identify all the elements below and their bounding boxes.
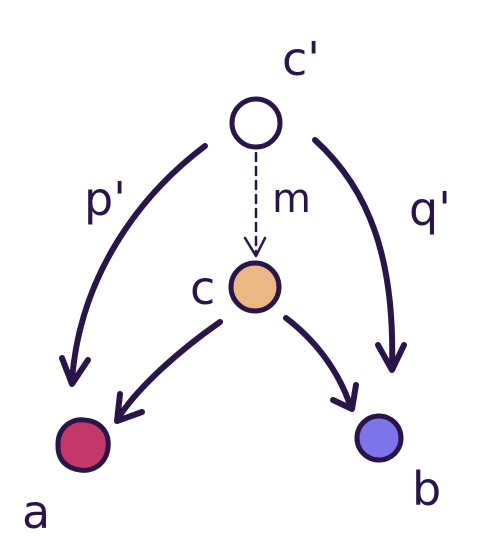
node-label-a: a xyxy=(22,485,50,539)
edge-c-to-a xyxy=(114,319,223,424)
edge-label-p-prime: p' xyxy=(84,172,126,226)
node-c-prime xyxy=(229,96,283,150)
edge-m xyxy=(243,151,267,258)
node-label-c-prime: c' xyxy=(282,32,320,86)
node-c xyxy=(228,260,282,314)
edge-p-prime xyxy=(59,143,208,387)
edge-label-m: m xyxy=(272,176,311,222)
edge-label-q-prime: q' xyxy=(409,182,451,236)
node-a xyxy=(55,417,111,473)
node-b xyxy=(354,413,404,463)
edge-q-prime xyxy=(312,137,407,373)
edge-c-to-b xyxy=(283,315,359,412)
node-label-b: b xyxy=(412,462,441,516)
node-label-c: c xyxy=(190,261,215,315)
